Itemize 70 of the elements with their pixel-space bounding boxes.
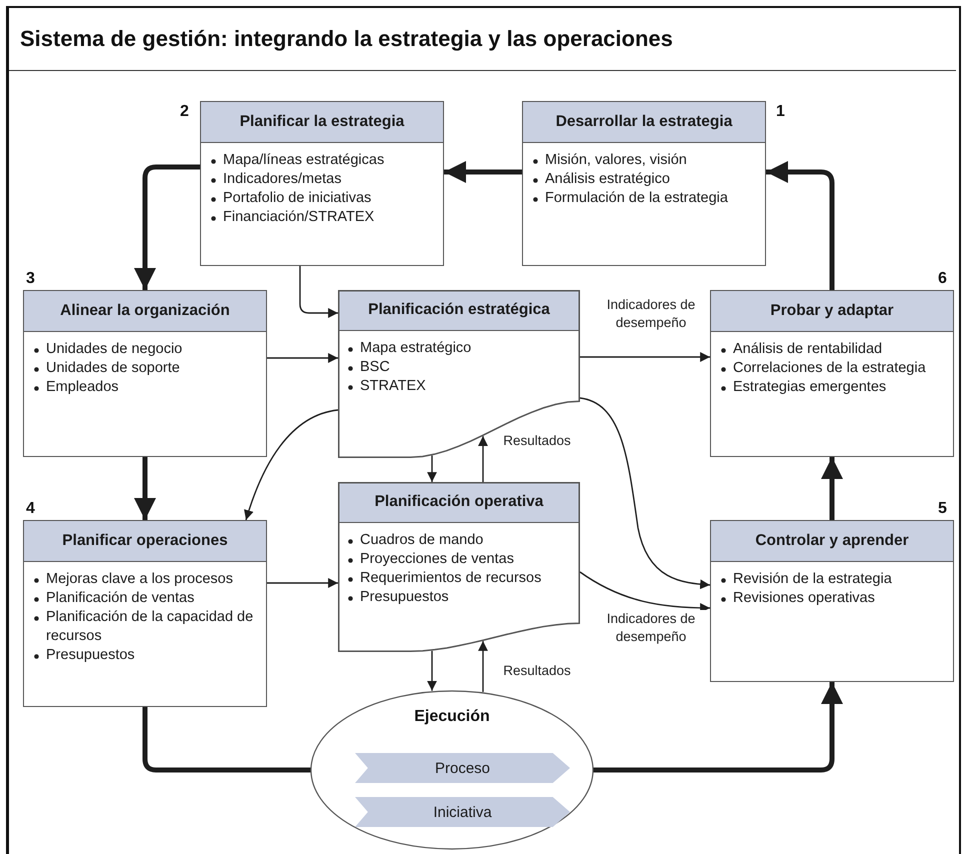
arrow xyxy=(299,266,338,318)
bullet-item: Formulación de la estrategia xyxy=(545,189,728,208)
bullet-item: Portafolio de iniciativas xyxy=(223,189,372,208)
arrow xyxy=(267,353,338,363)
bullet-item: Indicadores/metas xyxy=(223,170,342,189)
chevron-band: Iniciativa xyxy=(355,797,570,827)
step-number: 2 xyxy=(180,103,189,121)
ellipse-heading: Ejecución xyxy=(414,708,490,726)
bullet-item: Requerimientos de recursos xyxy=(360,569,542,588)
step-number: 6 xyxy=(938,270,947,288)
chevron-band: Proceso xyxy=(355,753,570,783)
bullet-item: Presupuestos xyxy=(46,646,135,665)
bullet-item: Revisiones operativas xyxy=(733,589,875,608)
bullet-item: Unidades de negocio xyxy=(46,340,182,359)
step-number: 5 xyxy=(938,500,947,518)
document-box xyxy=(338,290,580,458)
diagram-title: Sistema de gestión: integrando la estrategia y las operaciones xyxy=(20,26,673,52)
process-box xyxy=(522,101,766,266)
bullet-item: Análisis estratégico xyxy=(545,170,670,189)
ellipse-node xyxy=(310,690,594,850)
box-heading: Planificación operativa xyxy=(338,482,580,523)
process-box xyxy=(710,520,954,682)
bullet-item: Financiación/STRATEX xyxy=(223,208,374,227)
step-number: 1 xyxy=(776,103,785,121)
bullet-item: Correlaciones de la estrategia xyxy=(733,359,926,378)
box-heading: Planificar operaciones xyxy=(24,521,266,562)
thick-arrow xyxy=(821,457,843,520)
bullet-item: Planificación de ventas xyxy=(46,589,194,608)
bullet-item: Cuadros de mando xyxy=(360,531,484,550)
thick-arrow xyxy=(134,164,200,290)
arrow xyxy=(478,641,488,692)
arrow xyxy=(427,650,437,691)
box-heading: Controlar y aprender xyxy=(711,521,953,562)
process-box xyxy=(23,520,267,707)
process-box xyxy=(200,101,444,266)
thick-arrow xyxy=(444,161,522,183)
arrow xyxy=(580,397,710,590)
bullet-item: STRATEX xyxy=(360,377,426,396)
thick-arrow xyxy=(766,161,834,290)
step-number: 3 xyxy=(26,270,35,288)
arrow xyxy=(478,436,488,482)
arrow xyxy=(244,409,338,520)
document-box xyxy=(338,482,580,652)
bullet-item: Revisión de la estrategia xyxy=(733,570,892,589)
box-heading: Planificación estratégica xyxy=(338,290,580,331)
thick-arrow xyxy=(134,457,156,520)
box-heading: Planificar la estrategia xyxy=(201,102,443,143)
bullet-item: Mapa estratégico xyxy=(360,339,472,358)
bullet-item: Mapa/líneas estratégicas xyxy=(223,151,384,170)
arrow xyxy=(427,456,437,482)
bullet-item: Proyecciones de ventas xyxy=(360,550,514,569)
box-heading: Probar y adaptar xyxy=(711,291,953,332)
bullet-item: Presupuestos xyxy=(360,588,449,607)
box-heading: Desarrollar la estrategia xyxy=(523,102,765,143)
box-heading: Alinear la organización xyxy=(24,291,266,332)
arrow xyxy=(580,571,710,613)
step-number: 4 xyxy=(26,500,35,518)
process-box xyxy=(710,290,954,457)
bullet-item: BSC xyxy=(360,358,390,377)
bullet-item: Mejoras clave a los procesos xyxy=(46,570,233,589)
arrow xyxy=(267,578,338,588)
bullet-item: Empleados xyxy=(46,378,119,397)
bullet-item: Análisis de rentabilidad xyxy=(733,340,882,359)
bullet-item: Unidades de soporte xyxy=(46,359,180,378)
bullet-item: Planificación de la capacidad de recursos xyxy=(46,608,254,646)
arrow xyxy=(580,352,710,362)
process-box xyxy=(23,290,267,457)
thick-arrow xyxy=(593,682,843,772)
bullet-item: Estrategias emergentes xyxy=(733,378,886,397)
bullet-item: Misión, valores, visión xyxy=(545,151,687,170)
